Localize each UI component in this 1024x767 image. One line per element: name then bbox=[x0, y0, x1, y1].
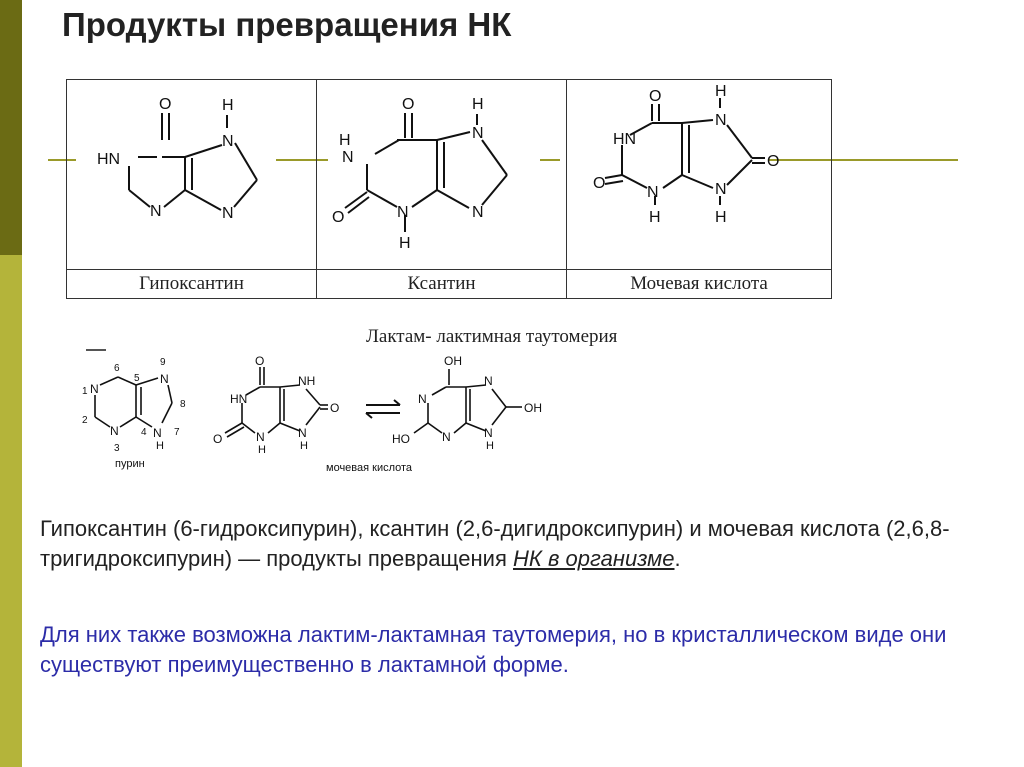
svg-text:N: N bbox=[222, 133, 234, 150]
decor-line-left bbox=[48, 159, 76, 161]
purine-label: пурин bbox=[115, 458, 145, 470]
svg-text:HN: HN bbox=[230, 392, 247, 406]
main-paragraph-end: . bbox=[674, 546, 681, 571]
svg-text:O: O bbox=[159, 96, 171, 113]
svg-text:H: H bbox=[715, 83, 727, 100]
xanthine-structure: N H O O N H H N N bbox=[332, 96, 508, 252]
svg-text:9: 9 bbox=[160, 357, 166, 368]
svg-text:H: H bbox=[222, 97, 234, 114]
svg-text:N: N bbox=[442, 430, 451, 444]
svg-text:O: O bbox=[330, 401, 339, 415]
svg-text:OH: OH bbox=[444, 354, 462, 368]
svg-text:N: N bbox=[484, 426, 493, 440]
sidebar-accent-light bbox=[0, 255, 22, 767]
svg-text:NH: NH bbox=[298, 374, 315, 388]
svg-text:N: N bbox=[160, 372, 169, 386]
main-paragraph-text: Гипоксантин (6-гидроксипурин), ксантин (… bbox=[40, 516, 950, 571]
svg-text:8: 8 bbox=[180, 399, 186, 410]
svg-text:H: H bbox=[472, 96, 484, 113]
svg-text:6: 6 bbox=[114, 363, 120, 374]
uric-acid-label: мочевая кислота bbox=[326, 462, 413, 474]
svg-text:O: O bbox=[332, 209, 344, 226]
svg-text:N: N bbox=[90, 382, 99, 396]
svg-text:7: 7 bbox=[174, 427, 180, 438]
uric-acid-structure-cell: HN O O N H H N O N H bbox=[566, 79, 832, 270]
svg-text:4: 4 bbox=[141, 427, 147, 438]
svg-text:N: N bbox=[647, 184, 659, 201]
svg-text:N: N bbox=[397, 204, 409, 221]
svg-text:N: N bbox=[715, 112, 727, 129]
nk-link[interactable]: НК в организме bbox=[512, 546, 675, 571]
purine-structure: N N N N H 6 1 2 3 4 5 9 8 7 пурин bbox=[82, 349, 186, 470]
svg-text:O: O bbox=[255, 354, 264, 368]
svg-text:HN: HN bbox=[97, 151, 120, 168]
svg-text:N: N bbox=[110, 424, 119, 438]
uric-acid-lactim-structure: OH N HO N N N H OH bbox=[392, 354, 542, 452]
xanthine-structure-cell: N H O O N H H N N bbox=[316, 79, 567, 270]
svg-text:HN: HN bbox=[613, 131, 636, 148]
svg-text:N: N bbox=[715, 181, 727, 198]
svg-text:O: O bbox=[649, 88, 661, 105]
svg-text:N: N bbox=[472, 125, 484, 142]
svg-text:N: N bbox=[150, 203, 162, 220]
tautomerism-caption: Лактам- лактимная таутомерия bbox=[366, 326, 618, 347]
structures-table: HN O N H N N bbox=[66, 79, 832, 299]
equilibrium-arrows bbox=[365, 399, 401, 419]
svg-text:O: O bbox=[213, 432, 222, 446]
svg-text:1: 1 bbox=[82, 386, 88, 397]
svg-text:H: H bbox=[399, 235, 411, 252]
svg-text:H: H bbox=[258, 444, 266, 456]
svg-text:OH: OH bbox=[524, 401, 542, 415]
uric-acid-structure: HN O O N H H N O N H bbox=[593, 83, 779, 226]
slide-title: Продукты превращения НК bbox=[62, 6, 512, 43]
main-paragraph: Гипоксантин (6-гидроксипурин), ксантин (… bbox=[40, 514, 1000, 574]
svg-text:H: H bbox=[715, 209, 727, 226]
svg-text:O: O bbox=[593, 175, 605, 192]
svg-text:N: N bbox=[342, 149, 354, 166]
hypoxanthine-name: Гипоксантин bbox=[66, 269, 317, 299]
svg-text:H: H bbox=[339, 132, 351, 149]
svg-text:N: N bbox=[256, 430, 265, 444]
svg-text:5: 5 bbox=[134, 373, 140, 384]
svg-text:N: N bbox=[484, 374, 493, 388]
svg-text:H: H bbox=[486, 440, 494, 452]
svg-text:3: 3 bbox=[114, 443, 120, 454]
sidebar-accent-dark bbox=[0, 0, 22, 255]
hypoxanthine-structure: HN O N H N N bbox=[97, 96, 258, 222]
svg-text:N: N bbox=[472, 204, 484, 221]
svg-text:O: O bbox=[767, 153, 779, 170]
svg-text:HO: HO bbox=[392, 432, 410, 446]
uric-acid-lactam-structure: O HN O N H NH N H O мочевая кислота bbox=[213, 354, 413, 474]
svg-text:H: H bbox=[649, 209, 661, 226]
uric-acid-name: Мочевая кислота bbox=[566, 269, 832, 299]
tautomerism-note: Для них также возможна лактим-лактамная … bbox=[40, 622, 947, 677]
svg-text:N: N bbox=[298, 426, 307, 440]
svg-text:N: N bbox=[153, 426, 162, 440]
svg-text:O: O bbox=[402, 96, 414, 113]
svg-text:N: N bbox=[418, 392, 427, 406]
hypoxanthine-structure-cell: HN O N H N N bbox=[66, 79, 317, 270]
tautomerism-figure: N N N N H 6 1 2 3 4 5 9 8 7 пурин bbox=[82, 349, 542, 474]
decor-line-right bbox=[768, 159, 958, 161]
svg-text:H: H bbox=[156, 440, 164, 452]
svg-text:N: N bbox=[222, 205, 234, 222]
svg-text:2: 2 bbox=[82, 415, 88, 426]
xanthine-name: Ксантин bbox=[316, 269, 567, 299]
svg-text:H: H bbox=[300, 440, 308, 452]
